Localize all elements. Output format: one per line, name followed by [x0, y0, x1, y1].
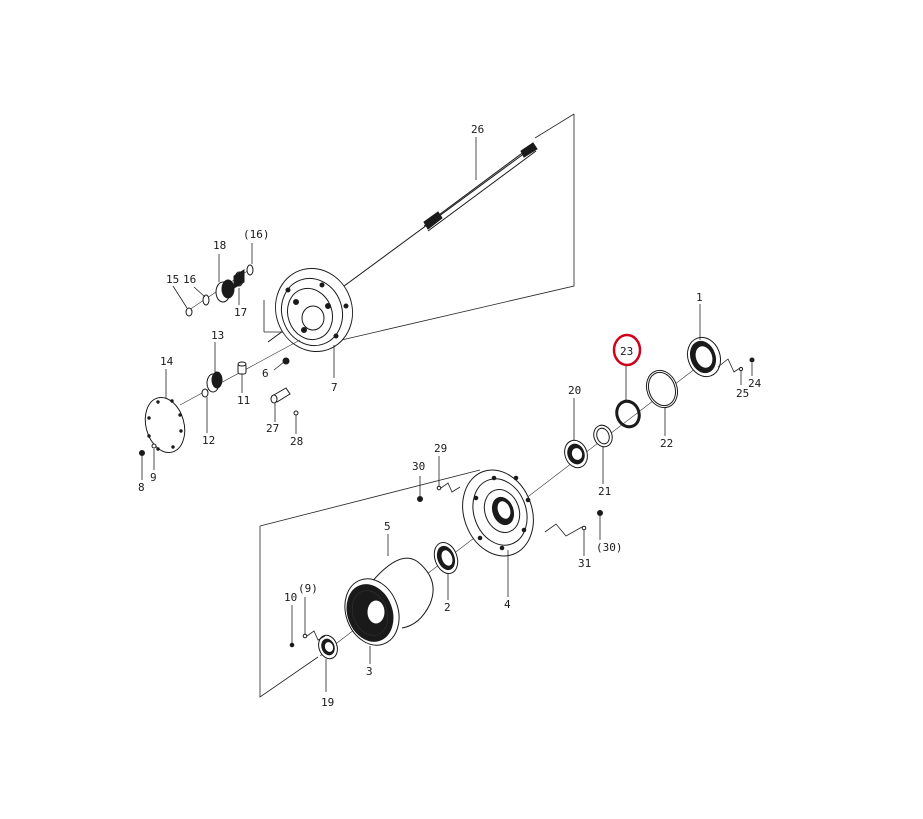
- label-28: 28: [290, 435, 303, 448]
- part-1-cap: [686, 336, 722, 378]
- part-24-25-plugs: [738, 357, 755, 372]
- label-9-ref: (9): [298, 582, 318, 595]
- label-24: 24: [748, 377, 762, 390]
- label-21: 21: [598, 485, 611, 498]
- label-30-ref: (30): [596, 541, 623, 554]
- label-9: 9: [150, 471, 157, 484]
- part-4-hub: [462, 469, 534, 557]
- label-10: 10: [284, 591, 297, 604]
- part-31-bolt: [581, 510, 603, 531]
- part-11-pin: [237, 361, 247, 375]
- label-8: 8: [138, 481, 145, 494]
- part-30-bolt: [417, 496, 423, 502]
- label-16-ref: (16): [243, 228, 270, 241]
- label-16: 16: [183, 273, 196, 286]
- part-6-ball: [282, 357, 290, 365]
- part-16-washer: [202, 264, 254, 306]
- label-2: 2: [444, 601, 451, 614]
- part-15-snap-ring: [185, 307, 193, 317]
- label-20: 20: [568, 384, 581, 397]
- part-18-gear: [215, 279, 235, 303]
- label-14: 14: [160, 355, 174, 368]
- part-12-washer: [201, 388, 209, 398]
- part-19-seal: [318, 634, 338, 660]
- label-1: 1: [696, 291, 703, 304]
- part-22-seal-ring: [645, 369, 679, 409]
- label-15: 15: [166, 273, 179, 286]
- part-23-o-ring: [615, 399, 641, 429]
- label-26: 26: [471, 123, 484, 136]
- lower-frame: [259, 469, 481, 698]
- label-31: 31: [578, 557, 591, 570]
- label-17: 17: [234, 306, 247, 319]
- label-6: 6: [262, 367, 269, 380]
- label-4: 4: [504, 598, 511, 611]
- highlight-circle-23: [612, 333, 642, 367]
- part-13-gear: [206, 371, 223, 393]
- part-2-bearing: [433, 542, 459, 574]
- part-10-bolt: [289, 633, 308, 648]
- part-5-drum: [369, 557, 434, 629]
- part-29-bolt: [436, 485, 442, 491]
- part-3-ring-gear: [344, 578, 400, 646]
- label-22: 22: [660, 437, 673, 450]
- label-11: 11: [237, 394, 250, 407]
- part-8-9-bolts: [139, 443, 157, 456]
- label-23: 23: [620, 345, 633, 358]
- label-7: 7: [331, 381, 338, 394]
- label-19: 19: [321, 696, 334, 709]
- part-20-bearing: [564, 439, 588, 469]
- label-3: 3: [366, 665, 373, 678]
- label-27: 27: [266, 422, 279, 435]
- label-30: 30: [412, 460, 425, 473]
- label-12: 12: [202, 434, 215, 447]
- label-29: 29: [434, 442, 447, 455]
- part-26-shaft: [267, 142, 538, 343]
- part-27-pin: [270, 387, 291, 404]
- part-21-ring: [593, 424, 613, 448]
- label-13: 13: [211, 329, 224, 342]
- label-25: 25: [736, 387, 749, 400]
- part-17-needle-bearing: [233, 269, 245, 289]
- part-14-cover-plate: [144, 397, 186, 453]
- label-18: 18: [213, 239, 226, 252]
- label-5: 5: [384, 520, 391, 533]
- part-7-carrier: [275, 267, 353, 353]
